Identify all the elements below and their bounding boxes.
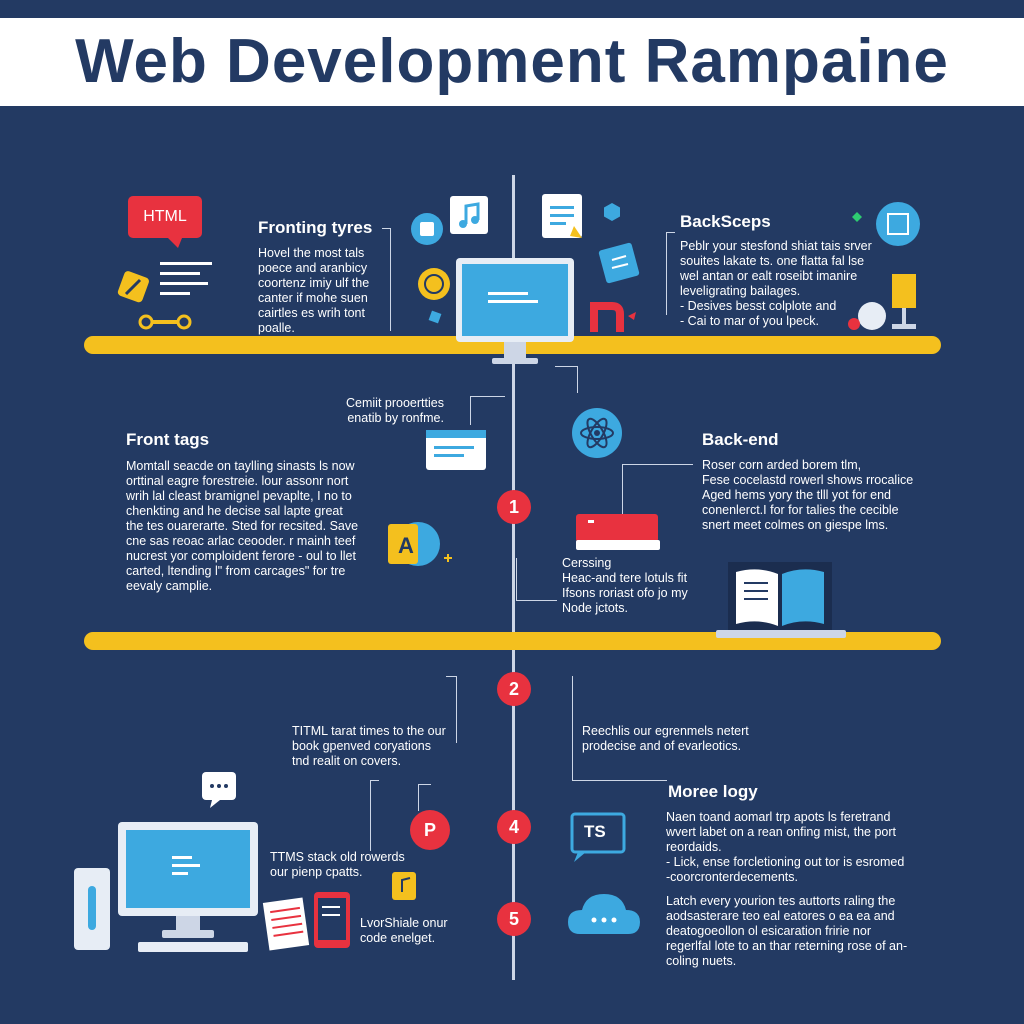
step-badge: 2 <box>497 672 531 706</box>
font-a-label: A <box>398 533 414 558</box>
typescript-icon: TS <box>570 812 628 862</box>
open-book-icon <box>716 562 846 638</box>
title-band <box>0 18 1024 106</box>
pencil-icon <box>117 271 149 303</box>
backsceps-heading: BackSceps <box>680 212 771 231</box>
chat-window-icon <box>426 430 486 470</box>
step-badge: 1 <box>497 490 531 524</box>
chart-icon <box>876 202 920 246</box>
connector-line <box>418 784 431 811</box>
music-file-icon <box>392 872 416 900</box>
dot-icon <box>428 310 442 324</box>
front-tags-text: Momtall seacde on taylling sinasts ls no… <box>126 459 359 593</box>
connector-line <box>470 396 505 425</box>
page-title: Web Development Rampaine <box>75 27 949 96</box>
node-link-icon <box>138 314 192 330</box>
connector-line <box>516 558 557 601</box>
connector-line <box>370 780 379 851</box>
lightbulb-icon <box>418 268 450 300</box>
p-badge-label: P <box>423 819 436 840</box>
react-atom-icon <box>572 408 622 458</box>
connector-line <box>555 366 578 393</box>
step-badge: 5 <box>497 902 531 936</box>
typescript-label: TS <box>584 822 606 841</box>
p-badge-icon: P <box>410 810 450 850</box>
backend-text: Roser corn arded borem tlm,Fese cocelast… <box>702 458 914 532</box>
code-file-icon <box>411 213 443 245</box>
title-bar: Web Development Rampaine <box>0 0 1024 118</box>
html-tag-label: HTML <box>143 208 187 225</box>
sparkle-icon <box>852 212 862 222</box>
n-logo-icon <box>590 302 636 332</box>
book-icon <box>576 514 660 550</box>
connector-line <box>446 676 457 743</box>
step-badge: 4 <box>497 810 531 844</box>
hexagon-icon <box>604 203 620 221</box>
music-note-icon <box>450 196 488 234</box>
desk-lamp-icon <box>848 274 916 330</box>
calendar-sheet-icon <box>262 897 310 951</box>
moree-logy-heading: Moree logy <box>668 782 758 801</box>
connector-line <box>572 676 667 781</box>
speech-bubble-icon <box>202 772 236 808</box>
text-lines-icon <box>160 262 212 295</box>
font-a-icon: A <box>388 518 452 570</box>
document-icon <box>542 194 582 238</box>
front-tags-heading: Front tags <box>126 430 210 449</box>
fronting-types-heading: Fronting tyres <box>258 218 373 237</box>
typescript-shape <box>570 812 626 862</box>
backend-heading: Back-end <box>702 430 779 449</box>
html-tag-icon: HTML <box>128 196 202 248</box>
files-icon <box>598 242 640 284</box>
tablet-icon <box>314 892 350 948</box>
connector-line <box>622 464 693 515</box>
desktop-computer-icon <box>74 822 258 952</box>
cloud-icon <box>568 894 640 934</box>
font-a-shape <box>388 522 452 566</box>
monitor-icon <box>456 258 574 364</box>
timeline-spine <box>512 175 515 980</box>
latch-text: Latch every yourion tes auttorts raling … <box>666 894 908 968</box>
moree-logy-text: Naen toand aomarl trp apots ls feretrand… <box>666 810 905 884</box>
connector-line <box>666 232 675 315</box>
connector-line <box>382 228 391 331</box>
